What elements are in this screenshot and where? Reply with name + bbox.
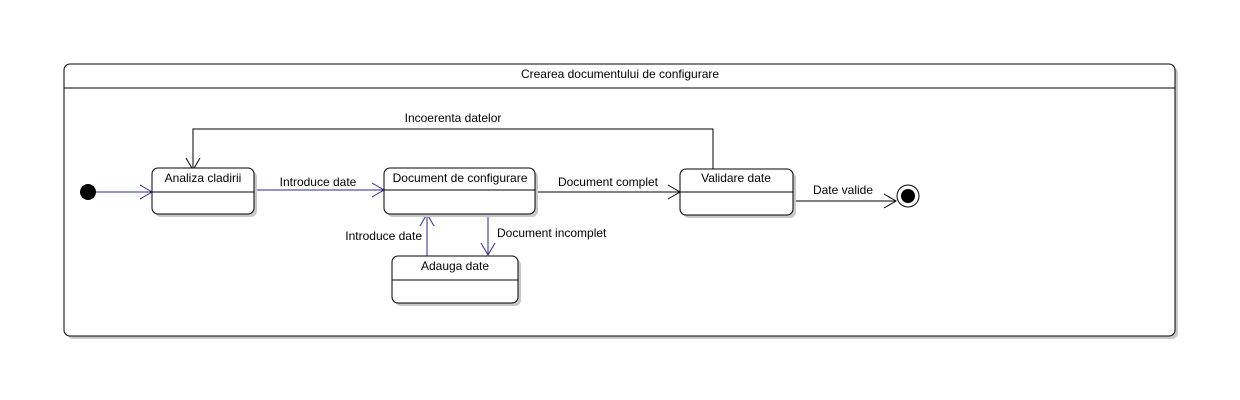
- state-document-de-configurare: Document de configurare: [383, 167, 538, 217]
- state-document-label: Document de configurare: [393, 171, 528, 185]
- final-state: [896, 184, 920, 208]
- state-analiza-label: Analiza cladirii: [165, 171, 242, 185]
- state-adauga-date: Adauga date: [391, 255, 521, 306]
- composite-state: Crearea documentului de configurare: [63, 63, 1178, 339]
- transition-incoerenta-label: Incoerenta datelor: [405, 111, 502, 125]
- transition-introduce-date-up-label: Introduce date: [345, 229, 422, 243]
- transition-date-valide-arrowhead: [883, 193, 897, 209]
- state-analiza-cladirii: Analiza cladirii: [151, 167, 257, 217]
- transition-introduce-date-label: Introduce date: [280, 175, 357, 189]
- transition-document-complet-label: Document complet: [558, 175, 659, 189]
- state-adauga-label: Adauga date: [421, 259, 489, 273]
- state-validare-label: Validare date: [701, 171, 771, 185]
- composite-state-title: Crearea documentului de configurare: [521, 67, 719, 81]
- transition-document-incomplet-label: Document incomplet: [497, 226, 607, 240]
- transition-incoerenta-line: [192, 128, 714, 169]
- transition-document-incomplet-arrowhead: [480, 242, 496, 256]
- transition-date-valide-label: Date valide: [813, 183, 873, 197]
- initial-state: [80, 184, 96, 200]
- state-validare-date: Validare date: [679, 168, 796, 218]
